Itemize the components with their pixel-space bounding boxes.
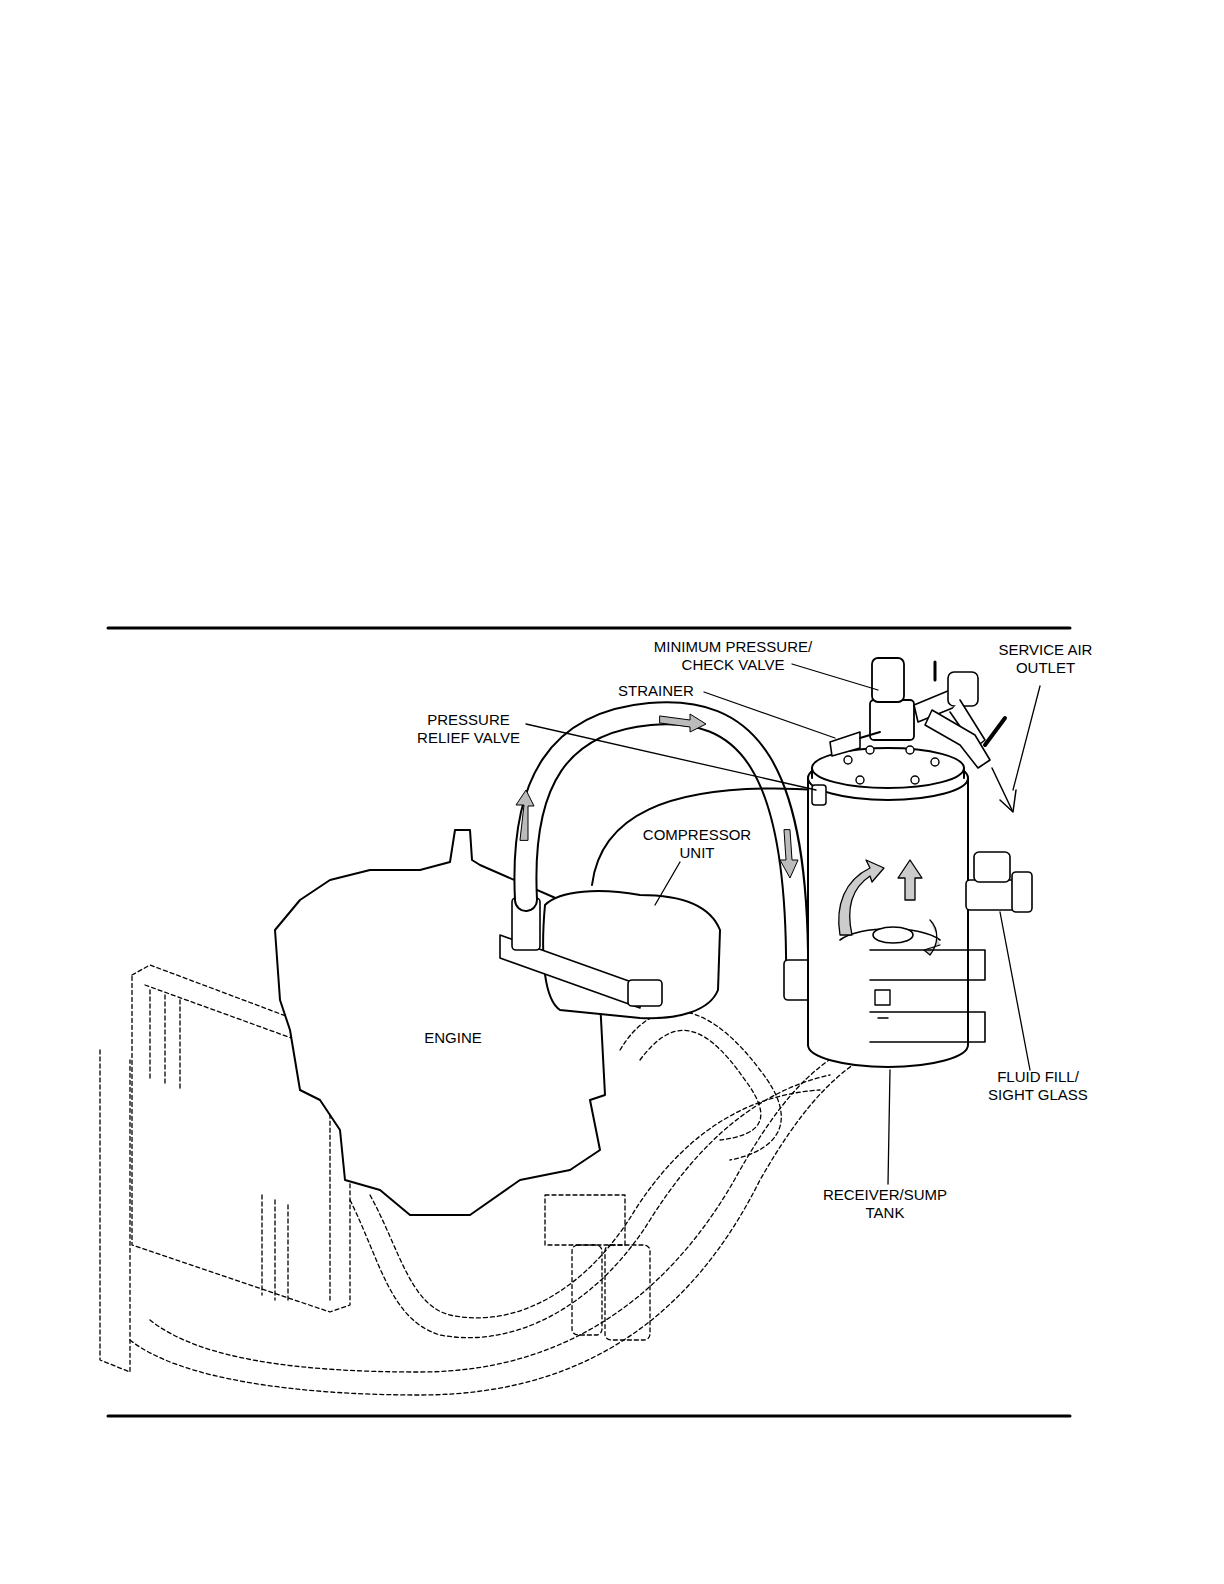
sight-glass bbox=[1012, 872, 1032, 912]
flow-arrow bbox=[839, 860, 884, 935]
fill-cap bbox=[974, 852, 1010, 882]
radiator-tube bbox=[100, 1050, 130, 1372]
discharge-hose-fill bbox=[525, 713, 797, 985]
valve-handle bbox=[985, 718, 1005, 745]
flow-arrow bbox=[780, 830, 798, 878]
leader-line bbox=[526, 724, 816, 790]
air-flow-line bbox=[992, 768, 1012, 810]
tank-body bbox=[808, 778, 968, 1067]
return-line bbox=[592, 788, 820, 885]
radiator-fins bbox=[150, 990, 180, 1090]
cover-bolts bbox=[844, 746, 939, 784]
valve-handle bbox=[934, 662, 937, 680]
part-label: STRAINER bbox=[606, 682, 706, 700]
filter-head bbox=[545, 1195, 625, 1245]
air-flow-head bbox=[1000, 790, 1016, 812]
part-label: ENGINE bbox=[398, 1029, 508, 1047]
strainer-line bbox=[860, 732, 880, 738]
leader-line bbox=[792, 664, 878, 690]
part-label: SERVICE AIR OUTLET bbox=[983, 641, 1108, 677]
pipe-cap bbox=[628, 980, 662, 1006]
discharge-hose bbox=[525, 713, 797, 985]
flow-arrow bbox=[660, 714, 706, 732]
tank-flow-arrows bbox=[839, 860, 940, 955]
rule bbox=[108, 627, 1070, 630]
bracket-detail bbox=[875, 990, 890, 1018]
leader-line bbox=[1013, 686, 1040, 790]
filter bbox=[572, 1245, 602, 1335]
filter bbox=[605, 1245, 650, 1340]
part-label: RECEIVER/SUMP TANK bbox=[810, 1186, 960, 1222]
part-label: COMPRESSOR UNIT bbox=[632, 826, 762, 862]
strainer bbox=[830, 732, 860, 756]
hose bbox=[620, 1011, 781, 1160]
part-label: FLUID FILL/ SIGHT GLASS bbox=[973, 1068, 1103, 1104]
radiator-fins bbox=[262, 1195, 288, 1302]
elbow bbox=[948, 672, 978, 706]
rule bbox=[108, 1415, 1070, 1418]
mounting-bracket bbox=[870, 950, 985, 1042]
separator-cap bbox=[873, 927, 913, 943]
leader-line bbox=[655, 862, 680, 905]
flow-arrow bbox=[516, 790, 534, 840]
valve-cap bbox=[872, 658, 904, 702]
leader-line bbox=[704, 692, 835, 738]
leader-line bbox=[1000, 912, 1030, 1070]
engine-outline bbox=[275, 830, 605, 1215]
leader-line bbox=[888, 1070, 890, 1184]
flow-arrows bbox=[516, 714, 798, 878]
flow-arrow bbox=[898, 860, 922, 900]
tank-cover-edge bbox=[812, 768, 964, 778]
service-valve bbox=[925, 710, 990, 768]
relief-valve bbox=[812, 785, 826, 805]
part-label: MINIMUM PRESSURE/ CHECK VALVE bbox=[633, 638, 833, 674]
part-label: PRESSURE RELIEF VALVE bbox=[406, 711, 531, 747]
leader-lines bbox=[526, 664, 1040, 1184]
compressor-body bbox=[543, 891, 720, 1018]
hose bbox=[640, 1030, 761, 1140]
